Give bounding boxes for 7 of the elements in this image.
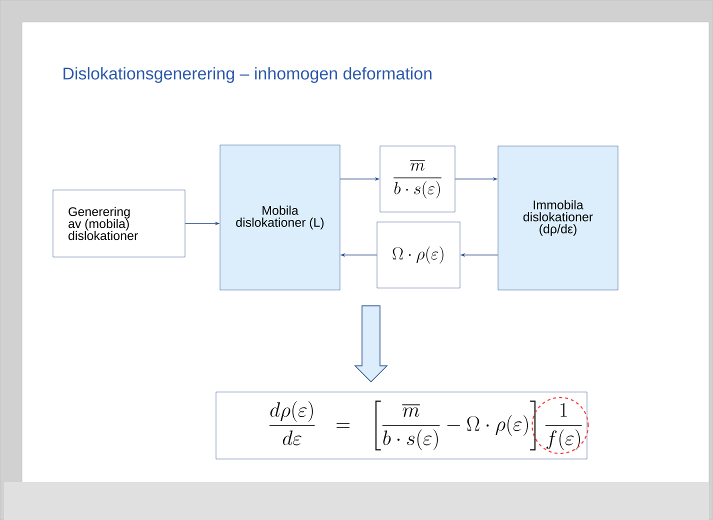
slide-title: Dislokationsgenerering – inhomogen deformation <box>64 67 432 83</box>
process-box: $\frac{d\rho(\varepsilon)}{d\varepsilon}=\left[\frac{\overline{m}}{b\cdot s(\varepsilon)}-\Omega\cdot\rho(\varepsilon)\right]\frac{1}{f(\varepsilon)}$ <box>216 392 588 460</box>
state-box: Immobila dislokationer (dρ/dε) <box>498 146 618 290</box>
state-box: Mobila dislokationer (L) <box>220 144 340 290</box>
process-box: Generering av (mobila) dislokationer <box>52 190 186 258</box>
process-box: $\frac{\overline{m}}{b\cdot s(\varepsilon)}$ <box>380 146 456 212</box>
process-box: $\Omega\cdot\rho(\varepsilon)$ <box>376 222 460 288</box>
